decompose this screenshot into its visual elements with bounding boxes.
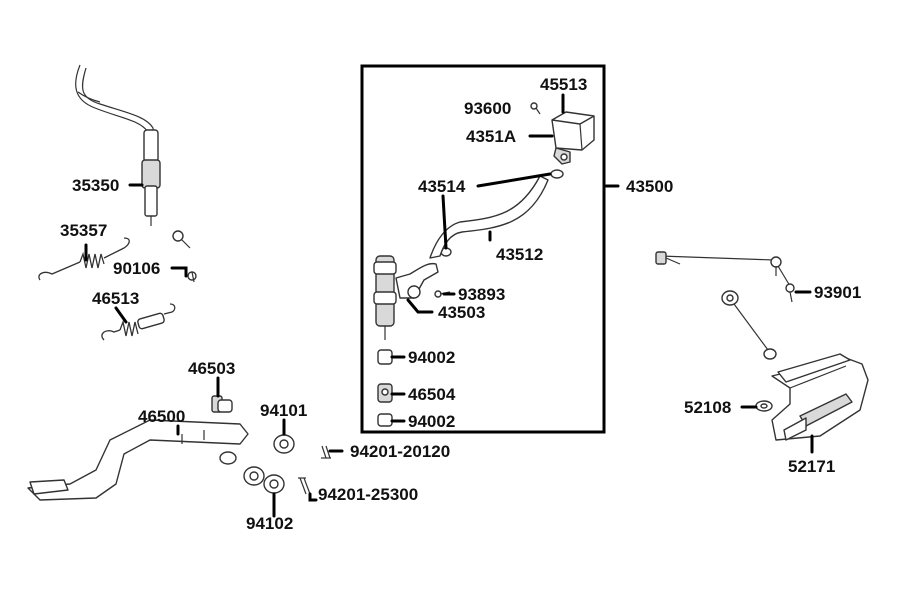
part-93600-screw[interactable] (530, 102, 541, 115)
part-46500-brake-pedal[interactable] (27, 419, 249, 501)
label-43503: 43503 (438, 303, 485, 322)
part-46503-bushing[interactable] (211, 395, 233, 413)
label-46504: 46504 (408, 385, 456, 404)
part-94002-nut-upper[interactable] (377, 349, 393, 365)
label-94201-25300: 94201-25300 (318, 485, 418, 504)
assembly-43500-box (360, 64, 606, 434)
part-94201-20120-cotter-pin[interactable] (321, 445, 331, 459)
part-94002-nut-lower[interactable] (377, 413, 393, 427)
label-43500: 43500 (626, 177, 673, 196)
part-45513-reservoir[interactable] (551, 111, 595, 165)
label-46503: 46503 (188, 359, 235, 378)
label-90106: 90106 (113, 259, 160, 278)
label-35357: 35357 (60, 221, 107, 240)
part-94102-washer[interactable] (243, 466, 285, 494)
part-94201-25300-cotter-pin[interactable] (298, 477, 311, 495)
part-43503-master-cylinder[interactable] (373, 255, 439, 340)
part-90106-bolt[interactable] (172, 230, 197, 283)
label-93600: 93600 (464, 99, 511, 118)
label-94102: 94102 (246, 514, 293, 533)
part-93901-bolt-cable[interactable] (655, 251, 795, 303)
label-94002-upper: 94002 (408, 348, 455, 367)
part-35350-brake-switch[interactable] (75, 64, 161, 226)
label-35350: 35350 (72, 176, 119, 195)
part-46513-spring[interactable] (101, 303, 176, 341)
label-94101: 94101 (260, 401, 307, 420)
part-94101-washer[interactable] (273, 434, 295, 454)
label-52171: 52171 (788, 457, 835, 476)
label-43514: 43514 (418, 177, 466, 196)
label-93901: 93901 (814, 283, 861, 302)
part-52108-collar[interactable] (721, 290, 777, 412)
label-4351A: 4351A (466, 127, 516, 146)
label-46500: 46500 (138, 407, 185, 426)
leader-lines (84, 93, 814, 518)
label-94201-20120: 94201-20120 (350, 442, 450, 461)
label-93893: 93893 (458, 285, 505, 304)
part-46504-clevis[interactable] (377, 383, 393, 403)
part-43512-hose[interactable] (429, 175, 549, 259)
label-46513: 46513 (92, 289, 139, 308)
label-43512: 43512 (496, 245, 543, 264)
part-52171-bracket[interactable] (771, 353, 869, 441)
part-35357-spring[interactable] (38, 237, 130, 281)
label-94002-lower: 94002 (408, 412, 455, 431)
label-45513: 45513 (540, 75, 587, 94)
label-52108: 52108 (684, 398, 731, 417)
